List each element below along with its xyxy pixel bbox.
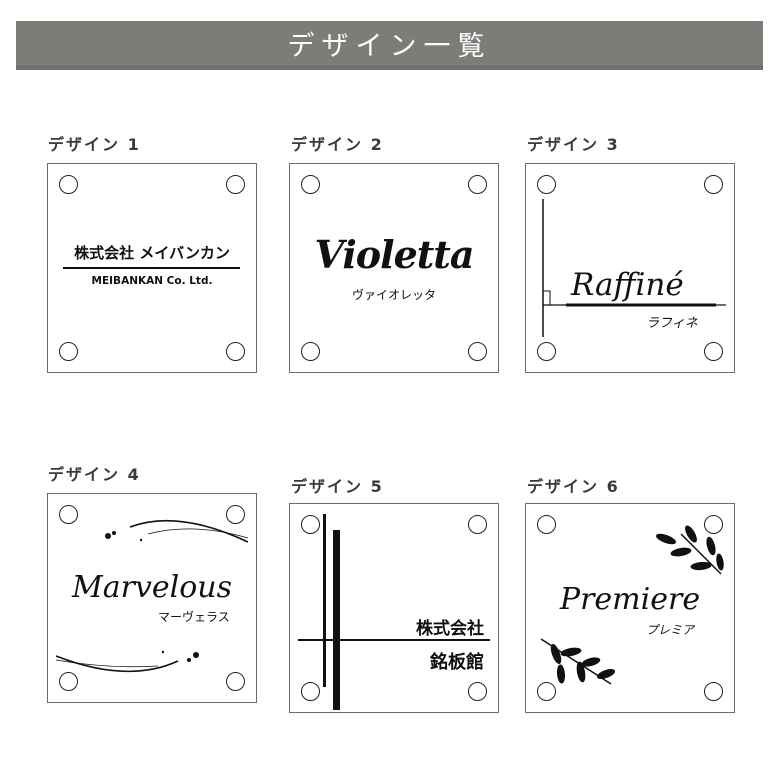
mount-hole-icon bbox=[468, 175, 487, 194]
mount-hole-icon bbox=[226, 505, 245, 524]
design-2-label: デザイン 2 bbox=[291, 135, 384, 154]
design-4-main-text: Marvelous bbox=[71, 570, 233, 605]
mount-hole-icon bbox=[226, 175, 245, 194]
mount-hole-icon bbox=[704, 342, 723, 361]
mount-hole-icon bbox=[59, 672, 78, 691]
mount-hole-icon bbox=[704, 682, 723, 701]
design-1-label: デザイン 1 bbox=[48, 135, 141, 154]
mount-hole-icon bbox=[59, 175, 78, 194]
design-3-label: デザイン 3 bbox=[527, 135, 620, 154]
design-3-plate[interactable]: Raffiné ラフィネ bbox=[525, 163, 735, 373]
design-2-sub-text: ヴァイオレッタ bbox=[351, 288, 436, 302]
corner-line-decoration bbox=[542, 199, 726, 337]
design-1-plate[interactable]: 株式会社 メイバンカン MEIBANKAN Co. Ltd. bbox=[47, 163, 257, 373]
mount-hole-icon bbox=[468, 515, 487, 534]
design-5-main-text: 株式会社 bbox=[416, 619, 484, 639]
design-5-plate[interactable]: 株式会社 銘板館 bbox=[289, 503, 499, 713]
mount-hole-icon bbox=[301, 515, 320, 534]
leaf-branch-icon bbox=[540, 525, 724, 685]
design-1-sub-text: MEIBANKAN Co. Ltd. bbox=[91, 275, 213, 287]
design-6-sub-text: プレミア bbox=[646, 623, 695, 637]
mount-hole-icon bbox=[59, 342, 78, 361]
mount-hole-icon bbox=[537, 682, 556, 701]
mount-hole-icon bbox=[59, 505, 78, 524]
design-4-sub-text: マーヴェラス bbox=[158, 610, 230, 624]
design-4-label: デザイン 4 bbox=[48, 465, 141, 484]
mount-hole-icon bbox=[537, 175, 556, 194]
mount-hole-icon bbox=[537, 515, 556, 534]
design-6-main-text: Premiere bbox=[559, 582, 701, 617]
design-5-sub-text: 銘板館 bbox=[430, 652, 484, 673]
bar-line-decoration bbox=[298, 514, 490, 710]
mount-hole-icon bbox=[301, 682, 320, 701]
mount-hole-icon bbox=[704, 515, 723, 534]
design-1-main-text: 株式会社 メイバンカン bbox=[74, 244, 230, 262]
design-6-plate[interactable]: Premiere プレミア bbox=[525, 503, 735, 713]
page-title: デザイン一覧 bbox=[287, 30, 492, 62]
design-2-plate[interactable]: Violetta ヴァイオレッタ bbox=[289, 163, 499, 373]
mount-hole-icon bbox=[537, 342, 556, 361]
design-3-sub-text: ラフィネ bbox=[646, 316, 698, 331]
design-5-label: デザイン 5 bbox=[291, 477, 384, 496]
design-6-label: デザイン 6 bbox=[527, 477, 620, 496]
mount-hole-icon bbox=[468, 342, 487, 361]
design-2-main-text: Violetta bbox=[314, 232, 475, 277]
page-header-banner: デザイン一覧 bbox=[16, 21, 763, 70]
design-3-main-text: Raffiné bbox=[571, 267, 684, 303]
mount-hole-icon bbox=[226, 672, 245, 691]
mount-hole-icon bbox=[301, 175, 320, 194]
mount-hole-icon bbox=[704, 175, 723, 194]
mount-hole-icon bbox=[226, 342, 245, 361]
divider-line bbox=[63, 267, 240, 269]
mount-hole-icon bbox=[301, 342, 320, 361]
mount-hole-icon bbox=[468, 682, 487, 701]
swirl-decoration bbox=[55, 519, 249, 673]
design-4-plate[interactable]: Marvelous マーヴェラス bbox=[47, 493, 257, 703]
